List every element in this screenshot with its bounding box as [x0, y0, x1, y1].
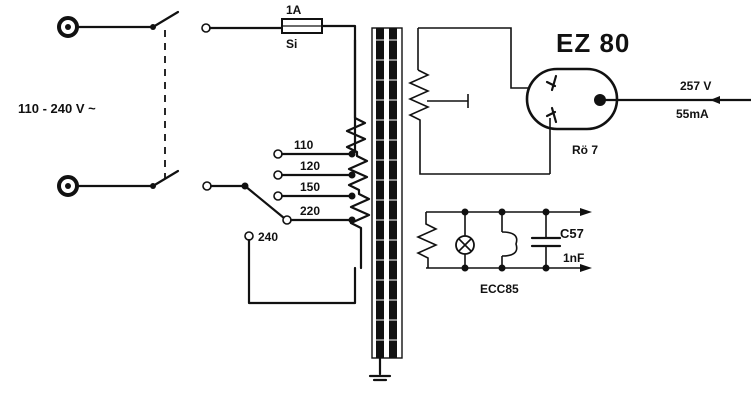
transformer-core [368, 27, 403, 382]
rectifier-tube-label: EZ 80 [556, 28, 630, 58]
heater-secondary-winding [416, 212, 438, 268]
tap-120 [273, 170, 356, 180]
fuse [281, 18, 323, 34]
mains-terminal-bottom [57, 175, 79, 197]
tap-label-110: 110 [294, 138, 314, 152]
tap-label-240: 240 [258, 230, 278, 244]
primary-winding [345, 38, 371, 270]
tap-150 [273, 191, 356, 201]
rectifier-socket-label: Rö 7 [572, 143, 598, 157]
tap-220 [282, 215, 356, 225]
capacitor-c57 [530, 212, 562, 268]
tap-label-220: 220 [300, 204, 320, 218]
power-switch-top [151, 10, 180, 29]
mains-terminal-top [57, 16, 79, 38]
hv-secondary-loop [418, 27, 530, 89]
tap-240 [244, 231, 357, 305]
tap-110 [273, 149, 356, 159]
power-switch-bottom [151, 169, 180, 188]
heater-tube-label: ECC85 [480, 282, 519, 296]
pilot-lamp-icon [455, 212, 475, 268]
rectifier-tube-envelope [525, 67, 619, 131]
supply-voltage-label: 110 - 240 V ~ [18, 101, 96, 116]
tap-label-120: 120 [300, 159, 320, 173]
output-voltage-label: 257 V [680, 79, 711, 93]
capacitor-ref-label: C57 [560, 226, 584, 241]
fuse-rating-label: 1A [286, 3, 302, 17]
hv-secondary-winding [408, 69, 550, 175]
ecc85-heater-icon [501, 212, 518, 268]
output-current-label: 55mA [676, 107, 709, 121]
voltage-selector-arm [243, 184, 286, 220]
capacitor-value-label: 1nF [563, 251, 584, 265]
tap-label-150: 150 [300, 180, 320, 194]
fuse-type-label: Si [286, 37, 297, 51]
